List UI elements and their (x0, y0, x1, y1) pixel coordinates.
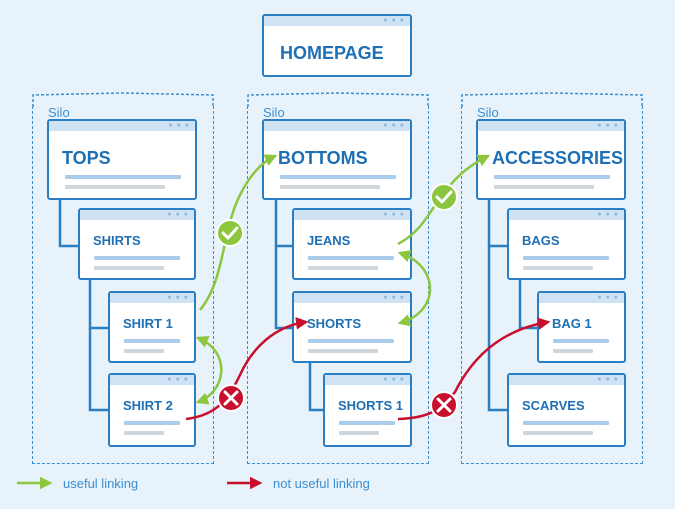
card-titlebar (294, 210, 410, 220)
card-titlebar (509, 210, 624, 220)
window-dots-icon: ● ● ● (597, 122, 619, 129)
jeans-card[interactable]: ● ● ● JEANS (292, 208, 412, 280)
text-line-placeholder (124, 421, 180, 425)
bag1-title: BAG 1 (552, 316, 592, 331)
card-titlebar (478, 121, 624, 131)
bag1-card[interactable]: ● ● ● BAG 1 (537, 291, 626, 363)
text-line-placeholder (308, 256, 394, 260)
window-dots-icon: ● ● ● (597, 294, 619, 301)
card-titlebar (110, 293, 194, 303)
window-dots-icon: ● ● ● (168, 122, 190, 129)
bottoms-title: BOTTOMS (278, 148, 368, 168)
bags-card[interactable]: ● ● ● BAGS (507, 208, 626, 280)
window-dots-icon: ● ● ● (383, 17, 405, 24)
text-line-placeholder (124, 431, 164, 435)
text-line-placeholder (494, 175, 610, 179)
shirts-card[interactable]: ● ● ● SHIRTS (78, 208, 196, 280)
shirt2-card[interactable]: ● ● ● SHIRT 2 (108, 373, 196, 447)
text-line-placeholder (94, 256, 180, 260)
shirts-title: SHIRTS (93, 233, 141, 248)
window-dots-icon: ● ● ● (383, 211, 405, 218)
shirt1-title: SHIRT 1 (123, 316, 173, 331)
tops-card[interactable]: ● ● ● TOPS (47, 119, 197, 200)
window-dots-icon: ● ● ● (383, 376, 405, 383)
text-line-placeholder (124, 339, 180, 343)
text-line-placeholder (553, 349, 593, 353)
silo-roof-right (461, 92, 643, 107)
card-titlebar (539, 293, 624, 303)
check-circle-icon (430, 183, 458, 211)
shorts1-card[interactable]: ● ● ● SHORTS 1 (323, 373, 412, 447)
window-dots-icon: ● ● ● (167, 211, 189, 218)
legend-useful-label: useful linking (63, 476, 139, 491)
text-line-placeholder (553, 339, 609, 343)
text-line-placeholder (339, 431, 379, 435)
text-line-placeholder (523, 256, 609, 260)
card-titlebar (294, 293, 410, 303)
accessories-card[interactable]: ● ● ● ACCESSORIES (476, 119, 626, 200)
card-titlebar (49, 121, 195, 131)
silo-label-right: Silo (477, 105, 499, 120)
text-line-placeholder (494, 185, 594, 189)
window-dots-icon: ● ● ● (167, 376, 189, 383)
shorts1-title: SHORTS 1 (338, 398, 404, 413)
window-dots-icon: ● ● ● (597, 211, 619, 218)
shorts-title: SHORTS (307, 316, 362, 331)
window-dots-icon: ● ● ● (597, 376, 619, 383)
text-line-placeholder (339, 421, 395, 425)
shorts-card[interactable]: ● ● ● SHORTS (292, 291, 412, 363)
text-line-placeholder (308, 266, 378, 270)
jeans-title: JEANS (307, 233, 351, 248)
bottoms-card[interactable]: ● ● ● BOTTOMS (262, 119, 412, 200)
accessories-title: ACCESSORIES (492, 148, 624, 168)
text-line-placeholder (124, 349, 164, 353)
window-dots-icon: ● ● ● (383, 122, 405, 129)
text-line-placeholder (65, 185, 165, 189)
silo-right: Silo (461, 92, 643, 464)
text-line-placeholder (523, 431, 593, 435)
text-line-placeholder (280, 185, 380, 189)
text-line-placeholder (308, 339, 394, 343)
silo-roof-left (32, 92, 214, 107)
text-line-placeholder (94, 266, 164, 270)
silo-roof-middle (247, 92, 429, 107)
text-line-placeholder (523, 266, 593, 270)
card-titlebar (509, 375, 624, 385)
scarves-title: SCARVES (522, 398, 585, 413)
scarves-card[interactable]: ● ● ● SCARVES (507, 373, 626, 447)
card-titlebar (264, 16, 410, 26)
silo-label-middle: Silo (263, 105, 285, 120)
tops-title: TOPS (62, 148, 111, 168)
card-titlebar (110, 375, 194, 385)
homepage-card[interactable]: ● ● ● HOMEPAGE (262, 14, 412, 77)
text-line-placeholder (280, 175, 396, 179)
legend-not-useful-label: not useful linking (273, 476, 370, 491)
shirt2-title: SHIRT 2 (123, 398, 173, 413)
card-titlebar (80, 210, 194, 220)
text-line-placeholder (523, 421, 609, 425)
card-titlebar (325, 375, 410, 385)
window-dots-icon: ● ● ● (383, 294, 405, 301)
bags-title: BAGS (522, 233, 560, 248)
card-titlebar (264, 121, 410, 131)
x-circle-icon (430, 391, 458, 419)
text-line-placeholder (308, 349, 378, 353)
check-circle-icon (216, 219, 244, 247)
window-dots-icon: ● ● ● (167, 294, 189, 301)
shirt1-card[interactable]: ● ● ● SHIRT 1 (108, 291, 196, 363)
x-circle-icon (217, 384, 245, 412)
text-line-placeholder (65, 175, 181, 179)
silo-label-left: Silo (48, 105, 70, 120)
homepage-title: HOMEPAGE (280, 43, 384, 63)
